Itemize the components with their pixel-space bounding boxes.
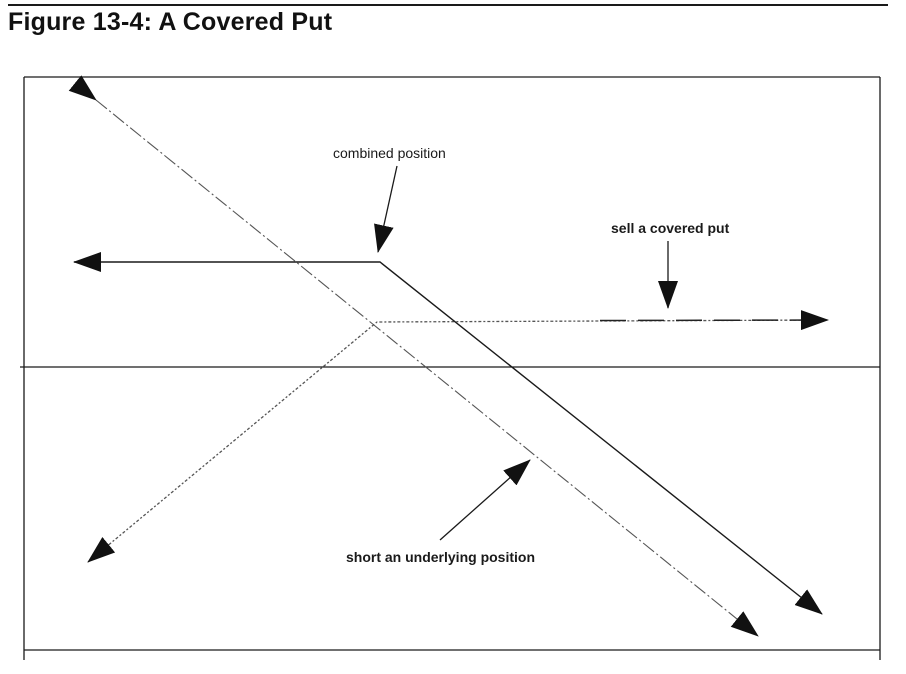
top-rule	[8, 4, 888, 6]
covered-put-line	[87, 319, 829, 563]
short-underlying-pointer	[439, 459, 531, 541]
covered-put-left-arrow	[87, 537, 116, 563]
combined-position-pointer	[374, 165, 398, 253]
figure-title: Figure 13-4: A Covered Put	[8, 8, 333, 36]
short-underlying-line	[68, 75, 759, 637]
covered-put-flat-dash	[599, 310, 829, 331]
sell-covered-put-label: sell a covered put	[611, 220, 730, 236]
combined-position-label: combined position	[333, 145, 446, 161]
combined-position-line	[74, 261, 823, 615]
short-underlying-label: short an underlying position	[346, 549, 535, 565]
